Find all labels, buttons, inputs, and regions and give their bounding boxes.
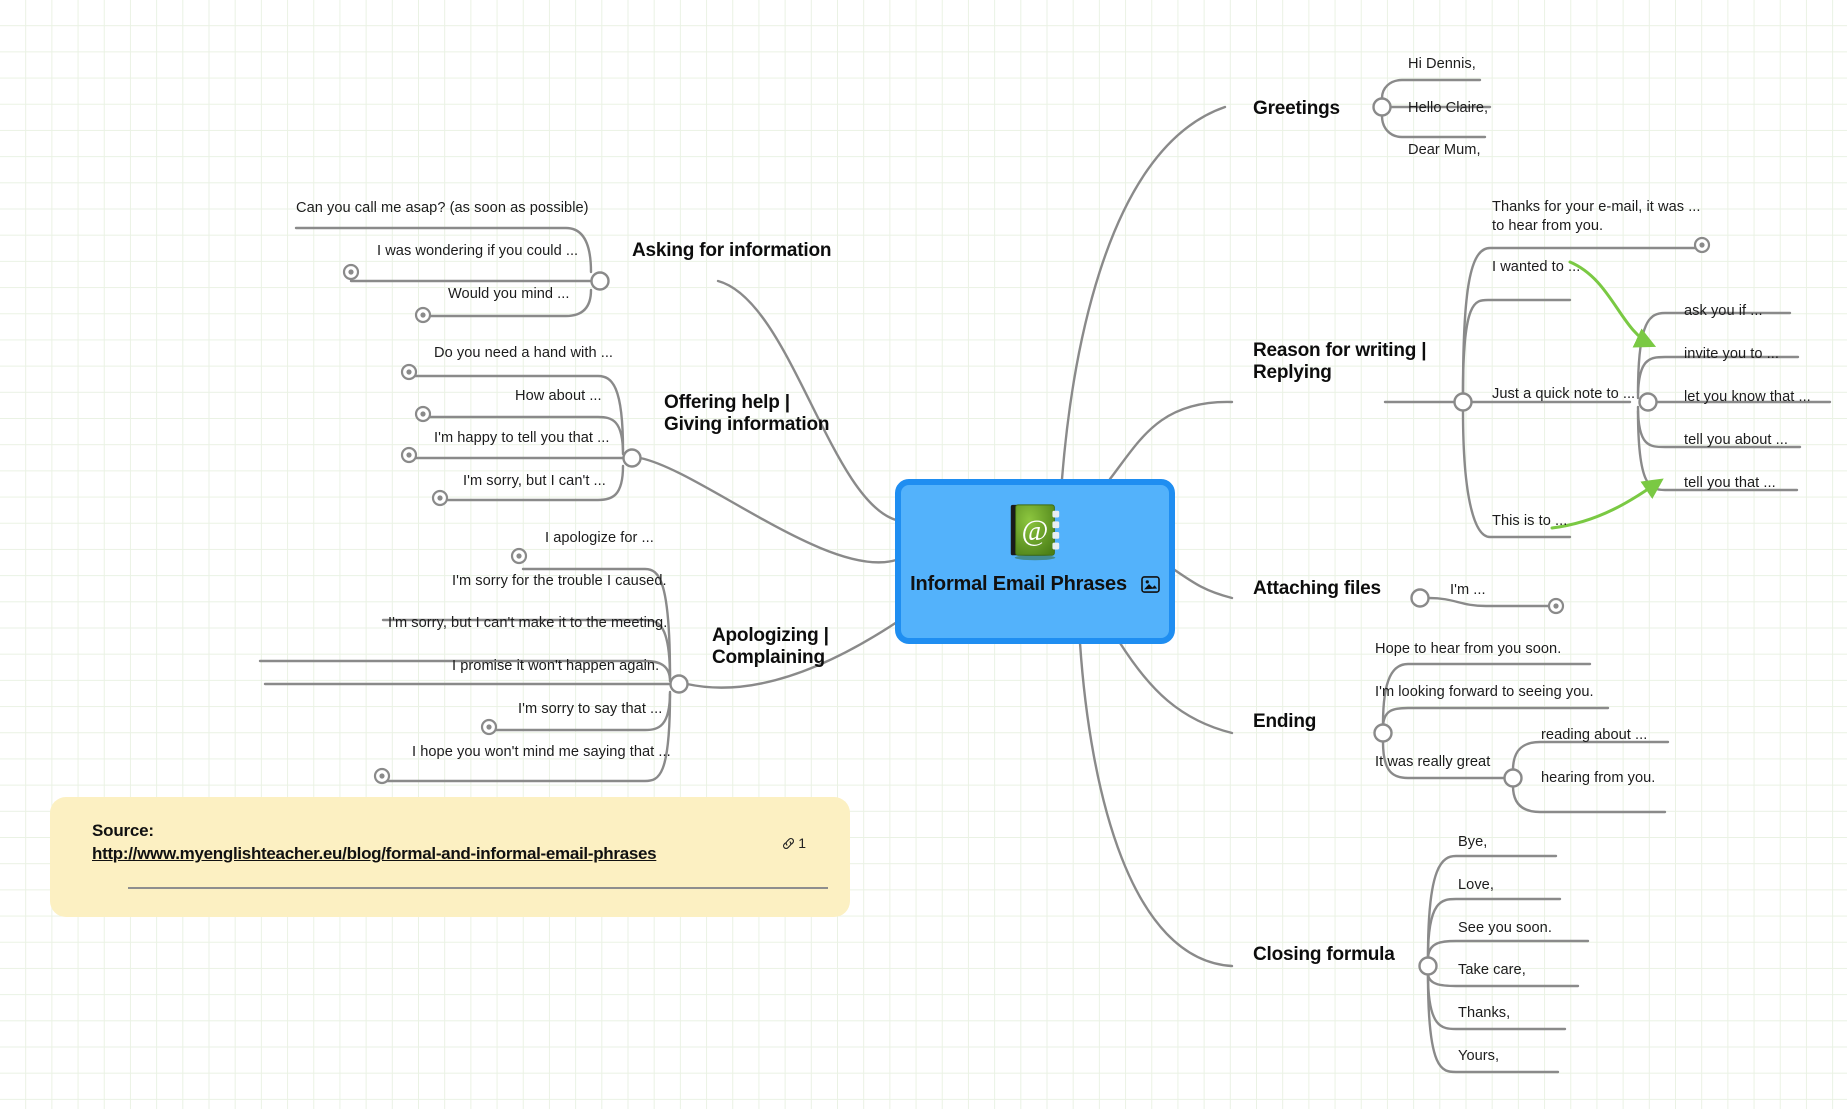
leaf-closing-take-care[interactable]: Take care, (1458, 962, 1526, 978)
leaf-quicknote-tell-you-about[interactable]: tell you about ... (1684, 432, 1788, 448)
branch-label-ending[interactable]: Ending (1253, 711, 1317, 732)
leaf-closing-see-you-soon[interactable]: See you soon. (1458, 920, 1552, 936)
arrow-this-is-to-tell (1550, 478, 1664, 530)
leaf-ending-looking-forward[interactable]: I'm looking forward to seeing you. (1375, 684, 1594, 700)
leaf-offering-sorry-but-cant[interactable]: I'm sorry, but I can't ... (463, 473, 606, 489)
leaf-offering-need-a-hand[interactable]: Do you need a hand with ... (434, 345, 614, 361)
source-note[interactable]: Source: http://www.myenglishteacher.eu/b… (50, 797, 850, 917)
hub-greetings (1372, 97, 1392, 117)
leaf-apologizing-promise-wont-happen[interactable]: I promise it won't happen again. (452, 658, 660, 674)
central-node[interactable]: @ Informal Email Phrases (895, 479, 1175, 644)
leaf-closing-yours[interactable]: Yours, (1458, 1048, 1500, 1064)
branch-label-apologizing[interactable]: Apologizing | Complaining (712, 625, 829, 669)
leaf-asking-call-me-asap[interactable]: Can you call me asap? (as soon as possib… (296, 200, 589, 216)
hub-reason (1453, 392, 1473, 412)
leaf-asking-would-you-mind[interactable]: Would you mind ... (448, 286, 570, 302)
leaf-quicknote-tell-you-that[interactable]: tell you that ... (1684, 475, 1776, 491)
branch-label-greetings[interactable]: Greetings (1253, 98, 1340, 119)
leaf-ending-it-was-really-great[interactable]: It was really great (1375, 754, 1491, 770)
branch-label-offering-help[interactable]: Offering help | Giving information (664, 392, 830, 436)
leaf-attaching-im[interactable]: I'm ... (1450, 582, 1486, 598)
hub-quicknote (1638, 392, 1658, 412)
svg-text:@: @ (1022, 515, 1049, 547)
leaf-apologizing-hope-wont-mind[interactable]: I hope you won't mind me saying that ... (412, 744, 671, 760)
leaf-offering-how-about[interactable]: How about ... (515, 388, 602, 404)
leaf-closing-bye[interactable]: Bye, (1458, 834, 1488, 850)
leaf-apologizing-apologize-for[interactable]: I apologize for ... (545, 530, 654, 546)
leaf-reason-i-wanted-to[interactable]: I wanted to ... (1492, 259, 1581, 275)
arrow-wanted-to-invite (1568, 260, 1657, 348)
hub-ending (1373, 723, 1393, 743)
branch-label-attaching-files[interactable]: Attaching files (1253, 578, 1381, 599)
hub-apologizing (669, 674, 689, 694)
leaf-ending-hope[interactable]: Hope to hear from you soon. (1375, 641, 1562, 657)
leaf-asking-was-wondering[interactable]: I was wondering if you could ... (377, 243, 579, 259)
attachment-count: 1 (798, 835, 806, 851)
hub-closing (1418, 956, 1438, 976)
leaf-apologizing-cant-make-meeting[interactable]: I'm sorry, but I can't make it to the me… (388, 615, 668, 631)
attachment-indicator[interactable]: 1 (782, 835, 806, 851)
image-icon[interactable] (1141, 576, 1160, 593)
leaf-greetings-3[interactable]: Dear Mum, (1408, 142, 1481, 158)
leaf-quicknote-ask-you-if[interactable]: ask you if ... (1684, 303, 1763, 319)
branch-label-reason-for-writing[interactable]: Reason for writing | Replying (1253, 340, 1427, 384)
leaf-closing-love[interactable]: Love, (1458, 877, 1494, 893)
leaf-reason-just-a-quick-note[interactable]: Just a quick note to ... (1492, 386, 1636, 402)
leaf-reason-this-is-to[interactable]: This is to ... (1492, 513, 1568, 529)
leaf-apologizing-sorry-trouble[interactable]: I'm sorry for the trouble I caused. (452, 573, 667, 589)
address-book-at-icon: @ (1010, 504, 1060, 561)
branch-label-closing-formula[interactable]: Closing formula (1253, 944, 1395, 965)
source-note-label: Source: (92, 821, 154, 840)
leaf-quicknote-invite-you-to[interactable]: invite you to ... (1684, 346, 1779, 362)
leaf-reallygreat-hearing-from-you[interactable]: hearing from you. (1541, 770, 1656, 786)
leaf-greetings-2[interactable]: Hello Claire, (1408, 100, 1489, 116)
leaf-reason-thanks[interactable]: Thanks for your e-mail, it was ... to he… (1492, 199, 1701, 235)
branch-label-asking-for-information[interactable]: Asking for information (632, 240, 832, 261)
leaf-offering-happy-to-tell[interactable]: I'm happy to tell you that ... (434, 430, 610, 446)
hub-offering (622, 448, 642, 468)
source-note-divider (128, 887, 828, 889)
link-icon (783, 838, 795, 849)
hub-attaching (1410, 588, 1430, 608)
hub-reallygreat (1503, 768, 1523, 788)
leaf-reallygreat-reading-about[interactable]: reading about ... (1541, 727, 1648, 743)
leaf-quicknote-let-you-know-that[interactable]: let you know that ... (1684, 389, 1811, 405)
leaf-greetings-1[interactable]: Hi Dennis, (1408, 56, 1476, 72)
leaf-apologizing-sorry-to-say[interactable]: I'm sorry to say that ... (518, 701, 663, 717)
hub-asking (590, 271, 610, 291)
leaf-closing-thanks[interactable]: Thanks, (1458, 1005, 1511, 1021)
central-node-title: Informal Email Phrases (910, 573, 1127, 595)
source-note-url[interactable]: http://www.myenglishteacher.eu/blog/form… (92, 844, 657, 863)
